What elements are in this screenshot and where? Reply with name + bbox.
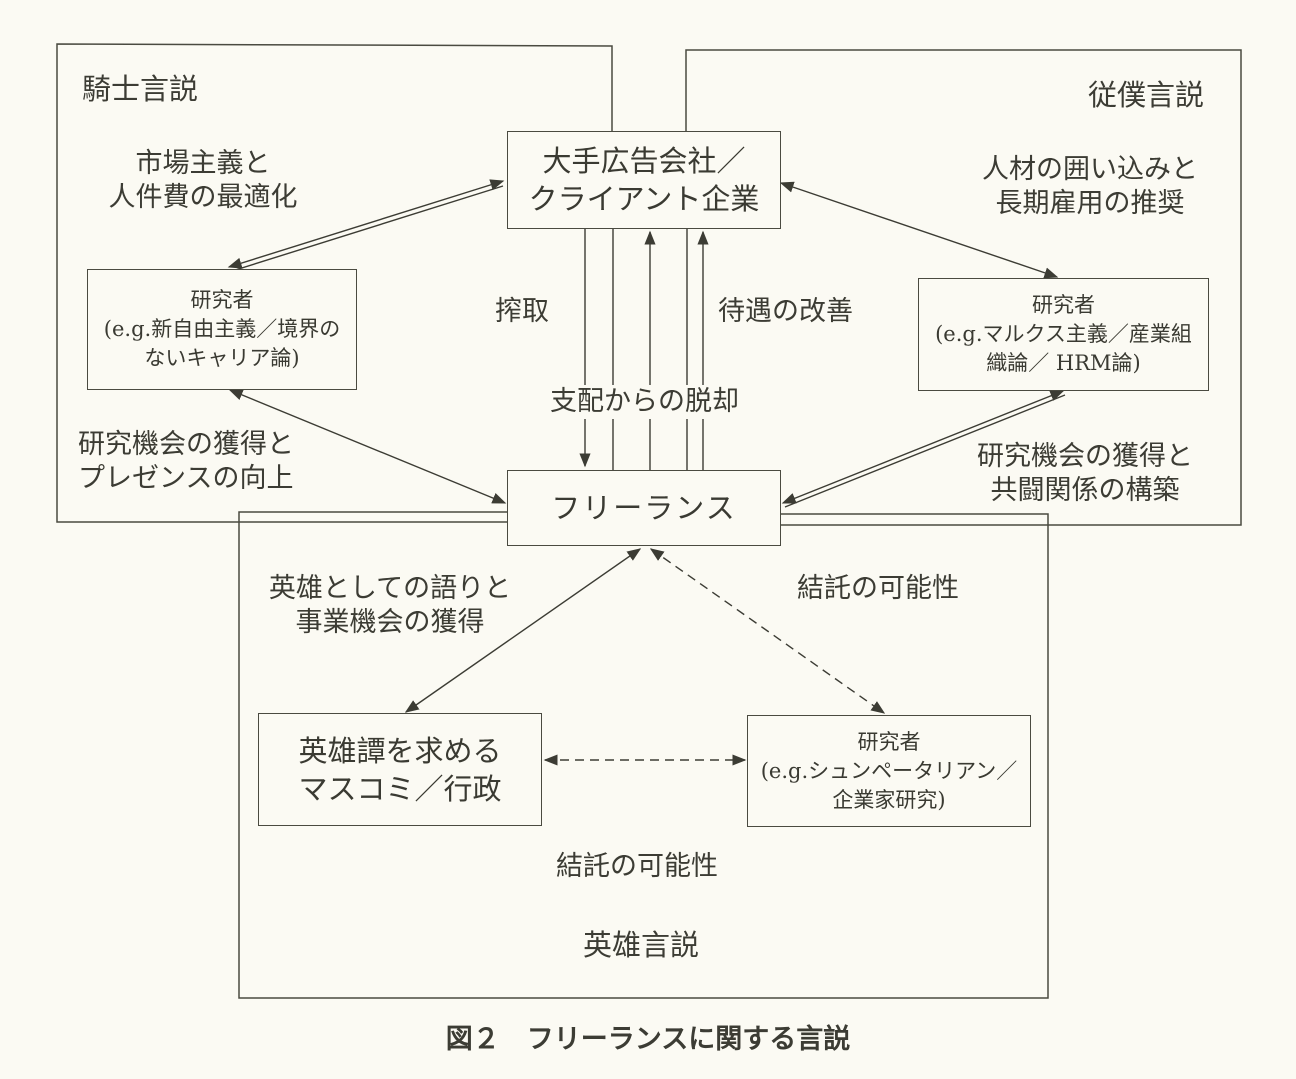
servant-note: 人材の囲い込みと 長期雇用の推奨 — [982, 154, 1198, 219]
corporate-node: 大手広告会社／ クライアント企業 — [507, 131, 781, 229]
servant-discourse-title: 従僕言説 — [1088, 78, 1205, 112]
corp-researcher-knight-arrow — [227, 179, 505, 269]
exploitation-label: 搾取 — [495, 296, 549, 327]
knight-discourse-title: 騎士言説 — [82, 72, 199, 106]
collusion-label-top: 結託の可能性 — [797, 573, 959, 604]
hero-discourse-title: 英雄言説 — [583, 928, 700, 962]
researcher-hero-node: 研究者 (e.g.シュンペータリアン／ 企業家研究) — [747, 715, 1031, 827]
servant-frame — [685, 49, 1242, 526]
knight-frame — [56, 43, 613, 523]
researcher-knight-freelance-arrow — [228, 389, 507, 504]
researcher-knight-node: 研究者 (e.g.新自由主義／境界の ないキャリア論) — [87, 269, 357, 390]
escape-label: 支配からの脱却 — [548, 385, 741, 419]
figure-caption: 図２ フリーランスに関する言説 — [445, 1024, 851, 1055]
researcher-servant-freelance-arrow — [781, 390, 1065, 504]
improvement-label: 待遇の改善 — [718, 296, 853, 327]
hero-frame — [238, 511, 1049, 999]
hero-relation-label: 英雄としての語りと 事業機会の獲得 — [268, 573, 512, 638]
knight-note: 市場主義と 人件費の最適化 — [108, 148, 298, 213]
researcher-servant-node: 研究者 (e.g.マルクス主義／産業組 織論／ HRM論) — [918, 278, 1209, 391]
corp-researcher-servant-arrow — [779, 181, 1059, 279]
collusion-label-bottom: 結託の可能性 — [556, 851, 718, 882]
servant-relation-label: 研究機会の獲得と 共闘関係の構築 — [977, 441, 1193, 506]
freelance-node: フリーランス — [507, 470, 781, 546]
freelance-media-arrow — [404, 548, 642, 713]
knight-relation-label: 研究機会の獲得と プレゼンスの向上 — [78, 429, 294, 494]
freelance-researcher-hero-arrow — [649, 548, 886, 714]
media-node: 英雄譚を求める マスコミ／行政 — [258, 713, 542, 826]
